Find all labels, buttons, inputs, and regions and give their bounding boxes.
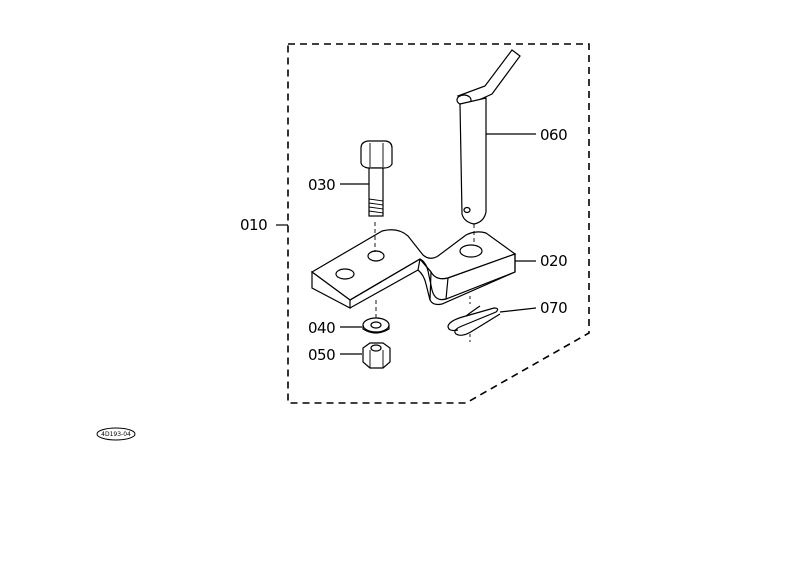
label-020: 020 xyxy=(540,252,567,270)
callout-020: 020 xyxy=(515,252,568,270)
label-050: 050 xyxy=(308,346,335,364)
reference-stamp: 4D193-04 xyxy=(96,427,136,441)
nut xyxy=(362,342,391,369)
callout-030: 030 xyxy=(308,176,369,194)
label-070: 070 xyxy=(540,299,567,317)
label-060: 060 xyxy=(540,126,567,144)
label-040: 040 xyxy=(308,319,335,337)
callout-050: 050 xyxy=(308,346,362,364)
callout-040: 040 xyxy=(308,319,362,337)
callout-060: 060 xyxy=(486,126,568,144)
stamp-label: 4D193-04 xyxy=(101,431,131,438)
bolt xyxy=(360,140,393,217)
label-030: 030 xyxy=(308,176,335,194)
assembly-boundary xyxy=(287,43,590,404)
callout-010: 010 xyxy=(240,216,288,234)
hair-pin-clip xyxy=(447,296,501,342)
pin xyxy=(456,49,521,244)
bracket xyxy=(310,229,517,309)
callout-070: 070 xyxy=(499,299,568,317)
washer xyxy=(362,317,390,334)
label-010: 010 xyxy=(240,216,267,234)
